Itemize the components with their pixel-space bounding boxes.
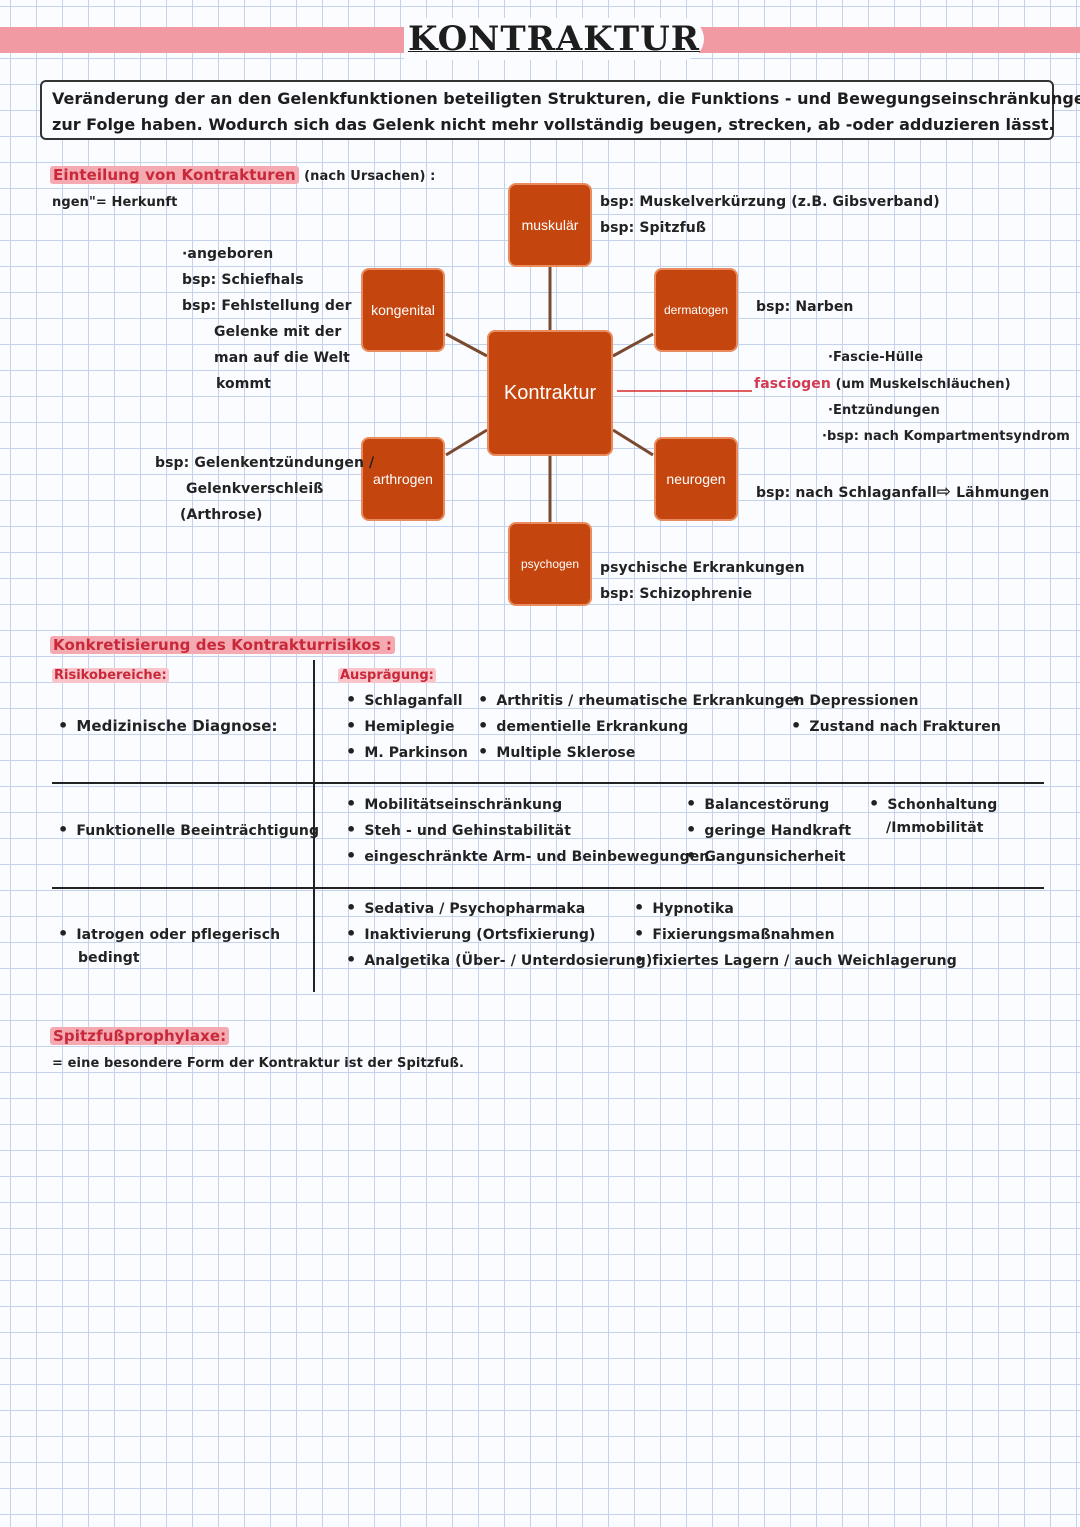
list-item: Hypnotika bbox=[634, 898, 734, 917]
annot-kongenital-1: ·angeboren bbox=[182, 246, 274, 262]
annot-arthrogen-2: Gelenkverschleiß bbox=[186, 481, 324, 497]
annot-kongenital-5: man auf die Welt bbox=[214, 350, 350, 366]
node-kontraktur: Kontraktur bbox=[487, 330, 613, 456]
list-item: Schlaganfall bbox=[346, 690, 463, 709]
row-label-funktionell: Funktionelle Beeinträchtigung bbox=[58, 820, 319, 839]
annot-muskulaer-1: bsp: Muskelverkürzung (z.B. Gibsverband) bbox=[600, 194, 940, 210]
table-hline-1 bbox=[52, 782, 1044, 784]
list-item: Sedativa / Psychopharmaka bbox=[346, 898, 585, 917]
node-muskulaer: muskulär bbox=[508, 183, 592, 267]
annot-kongenital-2: bsp: Schiefhals bbox=[182, 272, 304, 288]
table-hline-2 bbox=[52, 887, 1044, 889]
annot-kongenital-6: kommt bbox=[216, 376, 271, 392]
list-item: dementielle Erkrankung bbox=[478, 716, 688, 735]
risiko-heading: Konkretisierung des Kontrakturrisikos : bbox=[50, 636, 396, 654]
list-item: Inaktivierung (Ortsfixierung) bbox=[346, 924, 596, 943]
annot-fasciogen-2: fasciogen (um Muskelschläuchen) bbox=[754, 376, 1011, 392]
annot-neurogen: bsp: nach Schlaganfall⇨ Lähmungen bbox=[756, 482, 1050, 502]
einteilung-heading: Einteilung von Kontrakturen (nach Ursach… bbox=[50, 166, 435, 184]
annot-dermatogen: bsp: Narben bbox=[756, 299, 854, 315]
node-psychogen: psychogen bbox=[508, 522, 592, 606]
row-label-medizinisch: Medizinische Diagnose: bbox=[58, 716, 278, 735]
spitzfuss-text: = eine besondere Form der Kontraktur ist… bbox=[52, 1056, 465, 1071]
annot-kongenital-3: bsp: Fehlstellung der bbox=[182, 298, 352, 314]
list-item: /Immobilität bbox=[886, 820, 984, 836]
fasciogen-label: fasciogen bbox=[754, 376, 831, 392]
annot-psychogen-1: psychische Erkrankungen bbox=[600, 560, 805, 576]
annot-fasciogen-1: ·Fascie-Hülle bbox=[828, 350, 924, 365]
list-item: Zustand nach Frakturen bbox=[791, 716, 1001, 735]
list-item: Depressionen bbox=[791, 690, 919, 709]
annot-arthrogen-1: bsp: Gelenkentzündungen / bbox=[155, 455, 375, 471]
annot-arthrogen-3: (Arthrose) bbox=[180, 507, 263, 523]
list-item: eingeschränkte Arm- und Beinbewegungen bbox=[346, 846, 709, 865]
list-item: Gangunsicherheit bbox=[686, 846, 846, 865]
row-label-iatrogen: Iatrogen oder pflegerisch bbox=[58, 924, 280, 943]
list-item: Steh - und Gehinstabilität bbox=[346, 820, 571, 839]
spitzfuss-heading: Spitzfußprophylaxe: bbox=[50, 1027, 230, 1045]
list-item: fixiertes Lagern / auch Weichlagerung bbox=[634, 950, 957, 969]
list-item: geringe Handkraft bbox=[686, 820, 851, 839]
arrow-icon: ⇨ bbox=[936, 482, 952, 502]
list-item: Hemiplegie bbox=[346, 716, 455, 735]
annot-fasciogen-3: ·Entzündungen bbox=[828, 403, 940, 418]
list-item: Multiple Sklerose bbox=[478, 742, 635, 761]
list-item: Schonhaltung bbox=[869, 794, 997, 813]
node-neurogen: neurogen bbox=[654, 437, 738, 521]
definition-line-2: zur Folge haben. Wodurch sich das Gelenk… bbox=[52, 115, 1055, 134]
einteilung-note: ngen"= Herkunft bbox=[52, 195, 178, 210]
node-arthrogen: arthrogen bbox=[361, 437, 445, 521]
annot-kongenital-4: Gelenke mit der bbox=[214, 324, 342, 340]
row-label-iatrogen-2: bedingt bbox=[78, 950, 140, 966]
diagram-connectors bbox=[445, 266, 752, 522]
list-item: Arthritis / rheumatische Erkrankungen bbox=[478, 690, 804, 709]
annot-muskulaer-2: bsp: Spitzfuß bbox=[600, 220, 707, 236]
list-item: Mobilitätseinschränkung bbox=[346, 794, 562, 813]
annot-fasciogen-4: ·bsp: nach Kompartmentsyndrom bbox=[822, 429, 1070, 444]
definition-line-1: Veränderung der an den Gelenkfunktionen … bbox=[52, 89, 1080, 108]
list-item: Balancestörung bbox=[686, 794, 829, 813]
list-item: Fixierungsmaßnahmen bbox=[634, 924, 835, 943]
node-kongenital: kongenital bbox=[361, 268, 445, 352]
list-item: Analgetika (Über- / Unterdosierung) bbox=[346, 950, 652, 969]
page-title: KONTRAKTUR bbox=[404, 18, 704, 60]
annot-psychogen-2: bsp: Schizophrenie bbox=[600, 586, 753, 602]
col1-header: Risikobereiche: bbox=[52, 668, 169, 683]
node-dermatogen: dermatogen bbox=[654, 268, 738, 352]
definition-box: Veränderung der an den Gelenkfunktionen … bbox=[40, 80, 1080, 140]
col2-header: Ausprägung: bbox=[338, 668, 436, 683]
list-item: M. Parkinson bbox=[346, 742, 468, 761]
